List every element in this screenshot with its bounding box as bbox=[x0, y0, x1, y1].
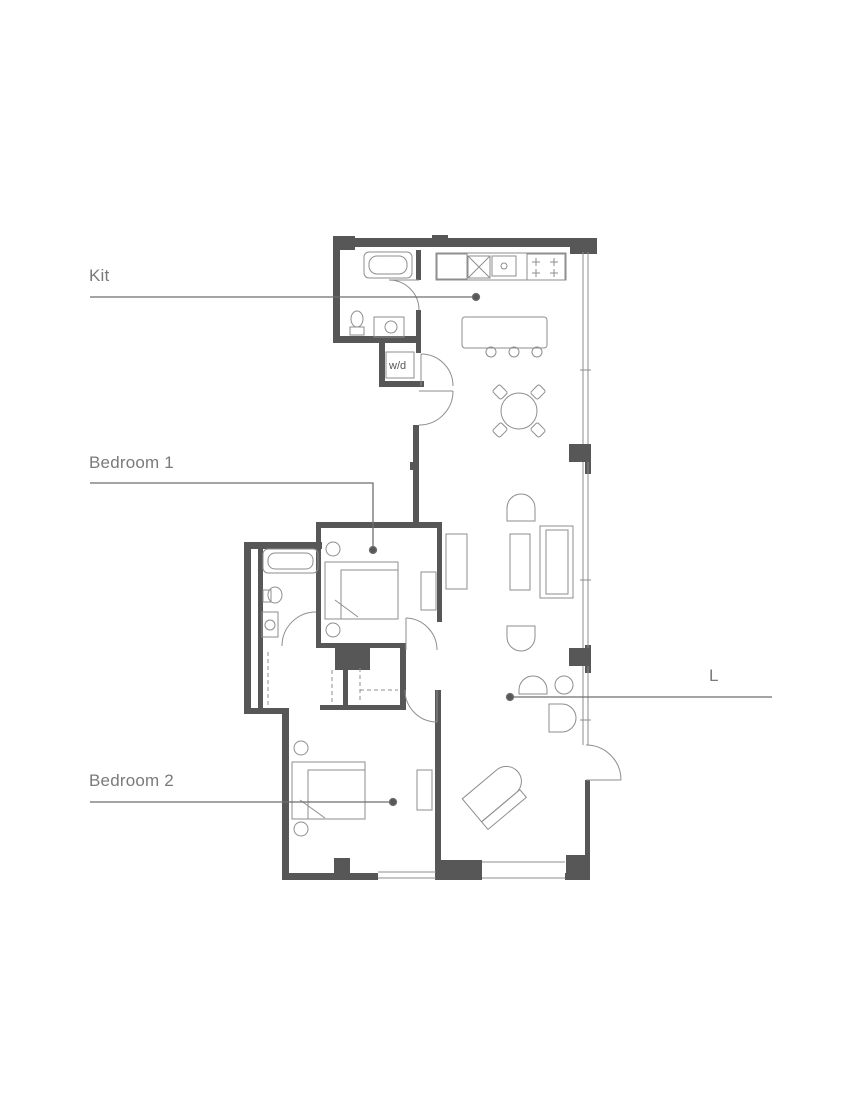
washer-dryer-label: w/d bbox=[388, 360, 406, 372]
room-label-living: L bbox=[709, 666, 719, 685]
room-label-bedroom-1: Bedroom 1 bbox=[89, 453, 174, 472]
walls bbox=[244, 235, 597, 880]
room-label-bedroom-2: Bedroom 2 bbox=[89, 771, 174, 790]
fixtures bbox=[261, 251, 622, 879]
label-leaders bbox=[90, 292, 772, 807]
room-label-kitchen: Kit bbox=[89, 266, 110, 285]
